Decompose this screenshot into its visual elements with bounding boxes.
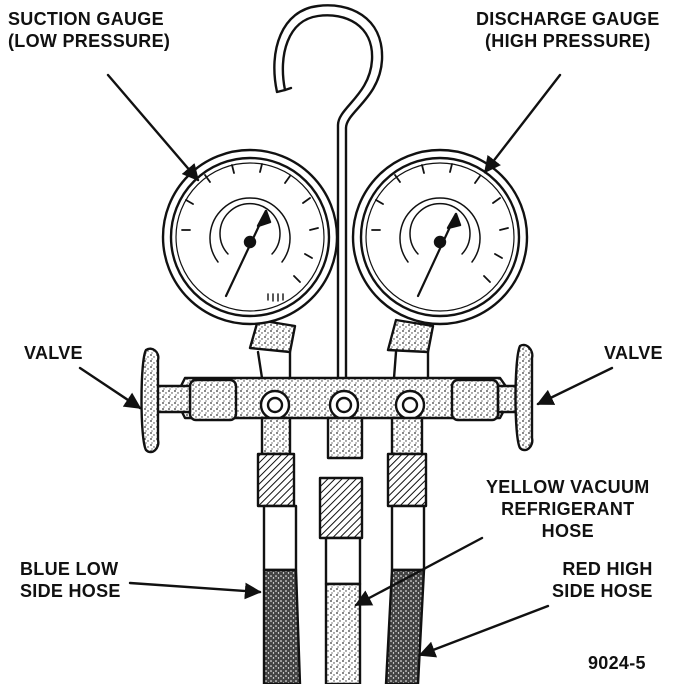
- left-valve-handle: [142, 349, 191, 452]
- yellow-vacuum-hose: [326, 584, 360, 684]
- blue-hose-label: BLUE LOW SIDE HOSE: [20, 558, 121, 602]
- right-valve-handle: [498, 345, 532, 450]
- left-valve-arrow: [80, 368, 140, 408]
- figure-number: 9024-5: [588, 652, 646, 674]
- suction-gauge: [163, 150, 337, 352]
- left-valve-label: VALVE: [24, 342, 83, 364]
- yellow-hose-label: YELLOW VACUUM REFRIGERANT HOSE: [486, 476, 650, 542]
- red-hose-arrow: [420, 606, 548, 655]
- discharge-gauge-arrow: [485, 75, 560, 172]
- discharge-gauge-label: DISCHARGE GAUGE (HIGH PRESSURE): [476, 8, 660, 52]
- suction-gauge-label: SUCTION GAUGE (LOW PRESSURE): [8, 8, 170, 52]
- suction-gauge-arrow: [108, 75, 198, 180]
- right-valve-label: VALVE: [604, 342, 663, 364]
- right-valve-arrow: [538, 368, 612, 404]
- blue-low-side-hose: [264, 570, 300, 684]
- blue-hose-arrow: [130, 583, 260, 592]
- discharge-gauge: [353, 150, 527, 352]
- red-hose-label: RED HIGH SIDE HOSE: [552, 558, 653, 602]
